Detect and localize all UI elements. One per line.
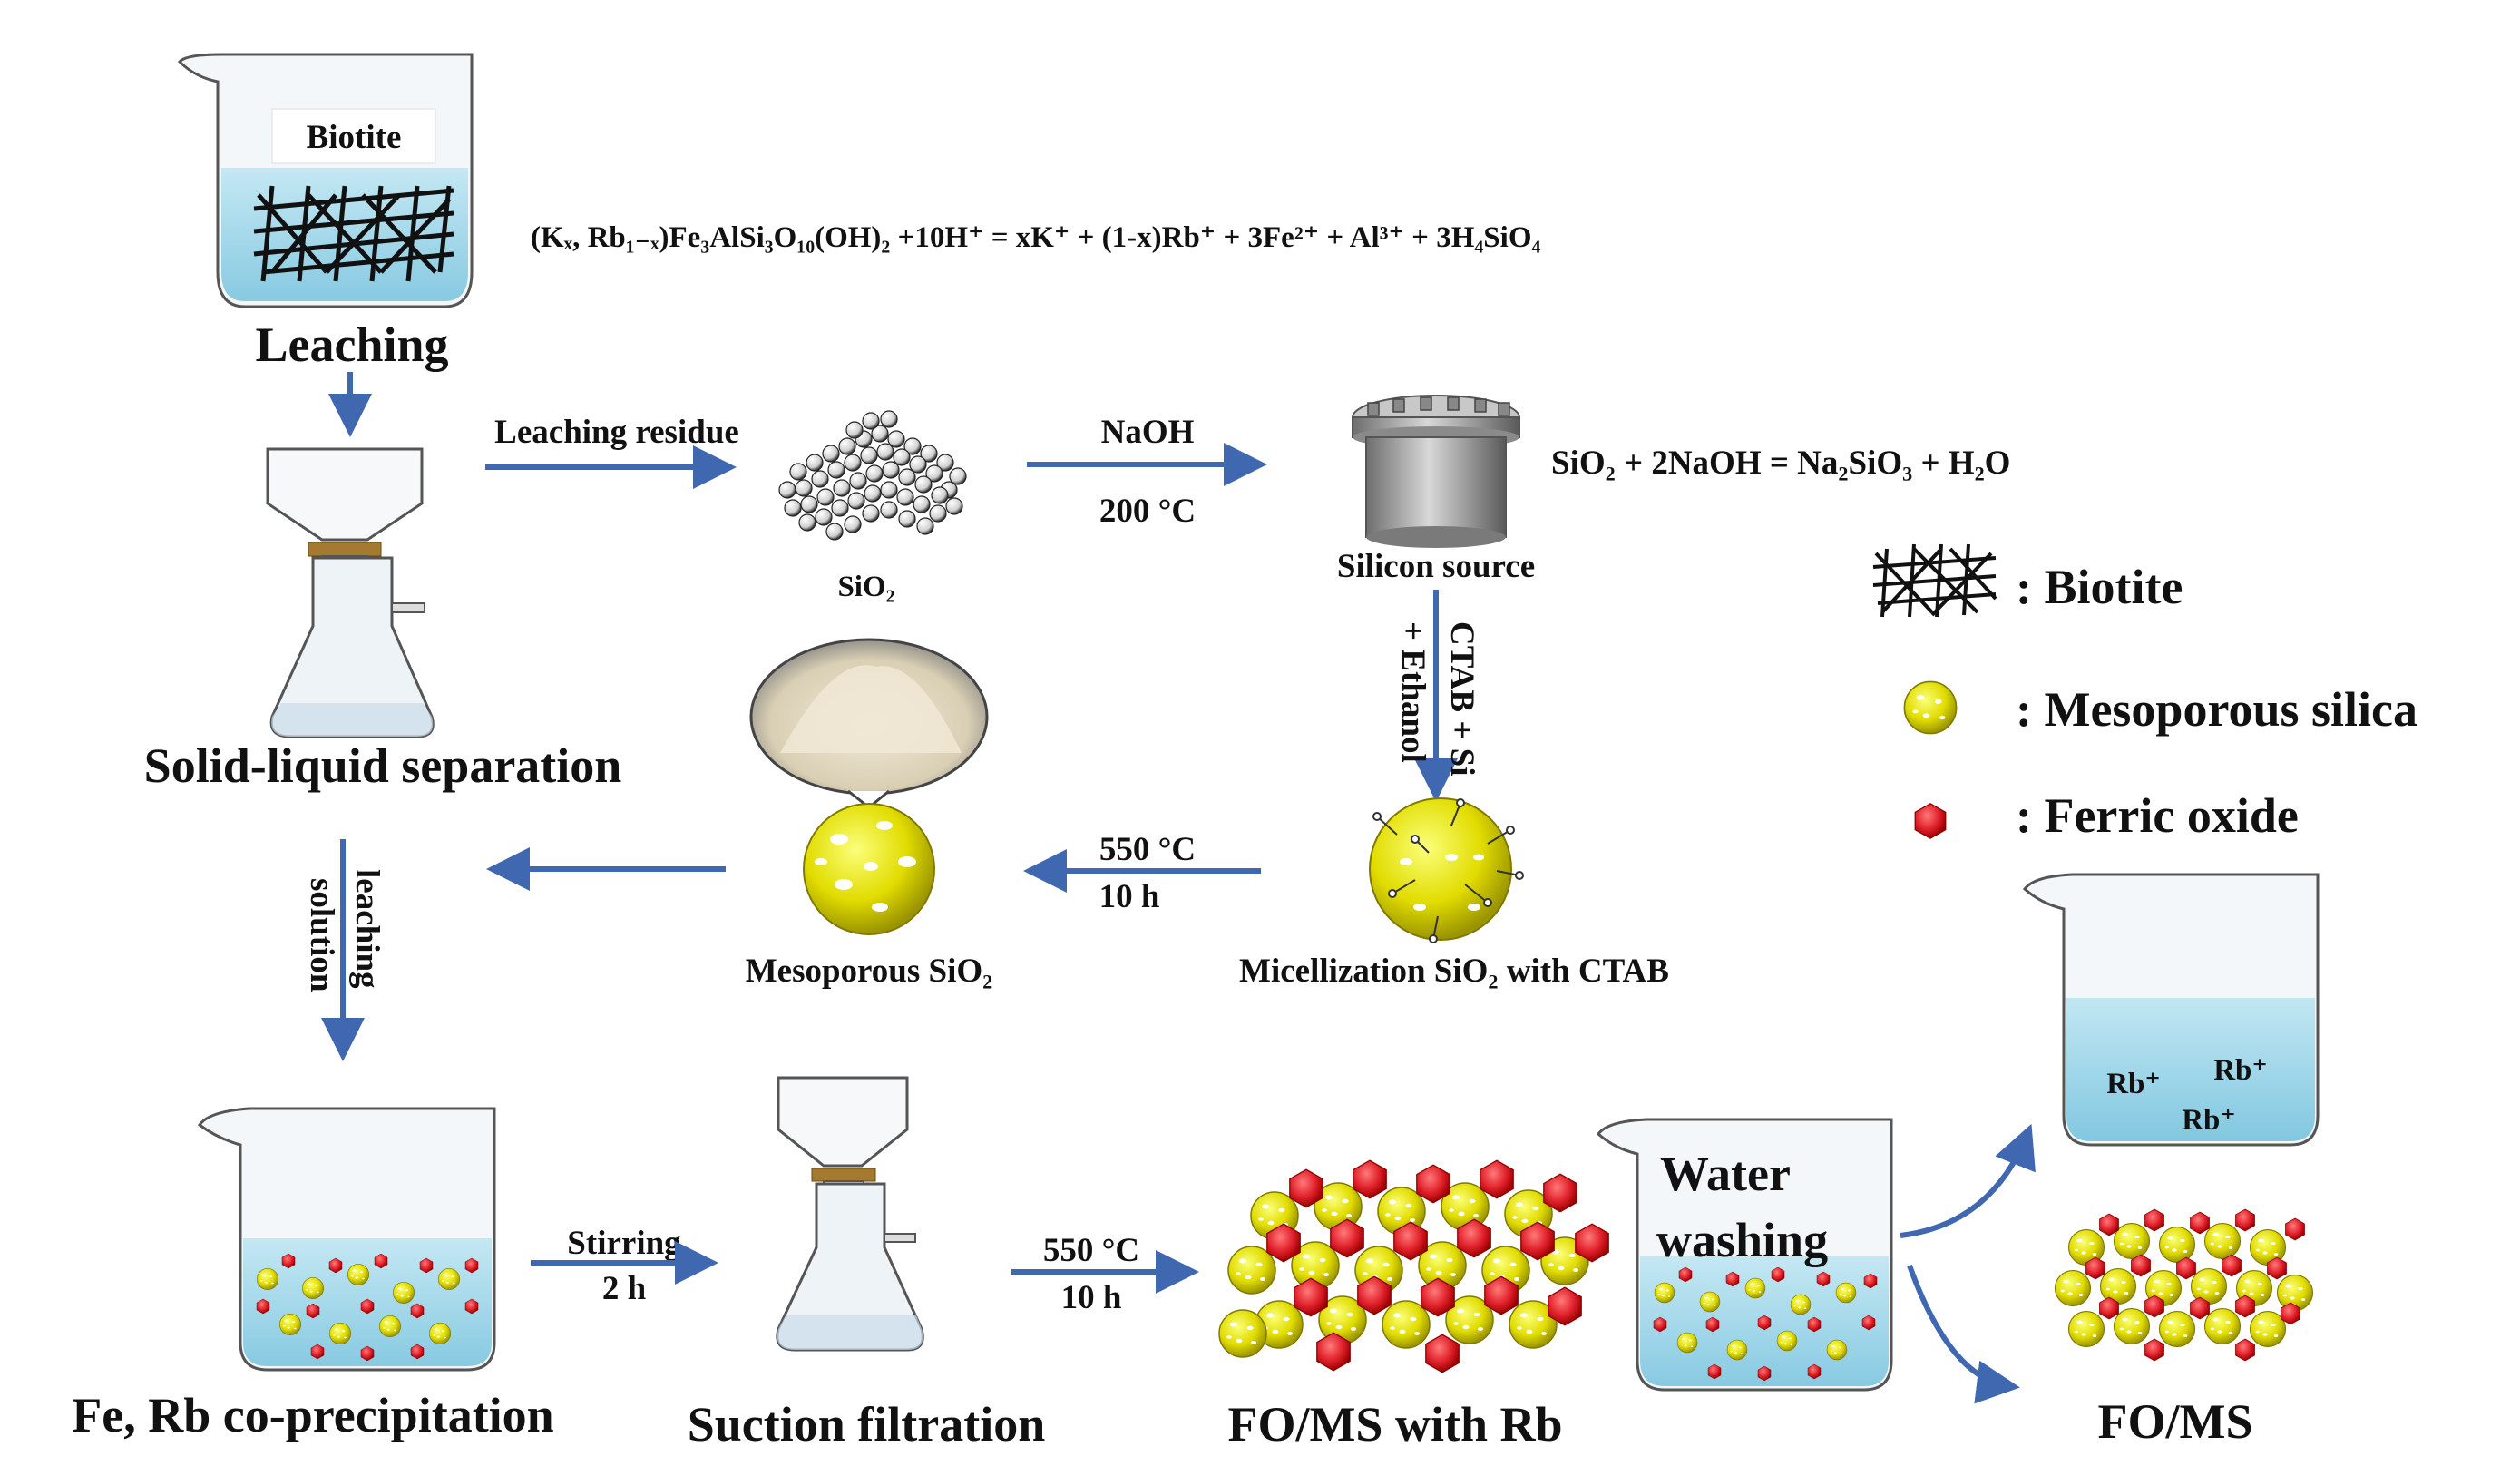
step-leaching: Leaching [255, 318, 448, 372]
legend-biotite-icon [1872, 543, 1997, 618]
mesoporous-sio2-label: Mesoporous SiO₂ [746, 953, 993, 990]
step-co-precipitation: Fe, Rb co-precipitation [72, 1388, 553, 1442]
legend-mesoporous-silica-icon [1903, 680, 1958, 735]
fo-ms-particles-icon [2054, 1208, 2314, 1362]
rb-ion-1: Rb⁺ [2106, 1068, 2161, 1100]
sio2-beads-icon [778, 410, 967, 541]
step-fo-ms-rb: FO/MS with Rb [1227, 1397, 1562, 1451]
legend: : Biotite : Mesoporous silica : Ferric o… [1872, 543, 2417, 843]
silicon-source-label: Silicon source [1337, 548, 1535, 585]
legend-biotite: : Biotite [2016, 560, 2183, 614]
rb-ion-2: Rb⁺ [2213, 1054, 2268, 1087]
leaching-residue-label: Leaching residue [494, 414, 739, 451]
rb-ion-3: Rb⁺ [2182, 1104, 2236, 1137]
temp-550-a-label: 550 °C [1099, 831, 1196, 868]
biotite-beaker-label: Biotite [307, 119, 402, 156]
legend-ferric-oxide-icon [1914, 803, 1947, 839]
legend-mesoporous-silica: : Mesoporous silica [2016, 682, 2417, 737]
micellization-sphere-icon [1369, 797, 1524, 943]
stirring-label: Stirring [567, 1225, 681, 1262]
arrow-to-fo-ms [1907, 1264, 2020, 1404]
time-10h-b-label: 10 h [1061, 1279, 1122, 1316]
biotite-mesh-icon [253, 185, 454, 282]
time-2h-label: 2 h [602, 1270, 647, 1307]
naoh-equation: SiO₂ + 2NaOH = Na₂SiO₃ + H₂O [1551, 445, 2010, 482]
sio2-label: SiO₂ [837, 571, 894, 603]
legend-ferric-oxide: : Ferric oxide [2016, 788, 2299, 843]
leaching-solution-label-2: solution [303, 878, 340, 992]
ctab-si-label: CTAB + Si [1443, 621, 1480, 777]
step-suction-filtration: Suction filtration [688, 1397, 1046, 1451]
water-washing-label-2: washing [1656, 1213, 1828, 1267]
biotite-beaker: Biotite [177, 53, 474, 308]
fo-ms-rb-particles-icon [1218, 1159, 1609, 1373]
powder-photo-bubble [749, 638, 989, 809]
leaching-equation: (Kₓ, Rb₁₋ₓ)Fe₃AlSi₃O₁₀(OH)₂ +10H⁺ = xK⁺ … [531, 221, 1540, 254]
leaching-solution-label-1: leaching [348, 869, 386, 989]
water-washing-label-1: Water [1660, 1147, 1791, 1201]
filter-flask-2 [776, 1076, 924, 1352]
mesoporous-sio2-sphere-icon [803, 803, 935, 935]
step-fo-ms: FO/MS [2098, 1394, 2253, 1449]
micellization-label: Micellization SiO₂ with CTAB [1239, 953, 1669, 990]
filter-flask-1 [266, 447, 435, 738]
temp-550-b-label: 550 °C [1043, 1232, 1139, 1269]
temp-200-label: 200 °C [1099, 493, 1196, 530]
ethanol-label: + Ethanol [1394, 621, 1431, 763]
co-precipitation-beaker [197, 1107, 496, 1372]
arrow-to-rb-solution [1900, 1123, 2036, 1238]
autoclave-icon [1352, 395, 1520, 548]
step-solid-liquid-separation: Solid-liquid separation [144, 738, 622, 793]
time-10h-a-label: 10 h [1099, 878, 1160, 915]
naoh-label: NaOH [1101, 414, 1195, 451]
rb-solution-beaker [2022, 873, 2320, 1147]
water-washing-beaker [1596, 1118, 1893, 1392]
